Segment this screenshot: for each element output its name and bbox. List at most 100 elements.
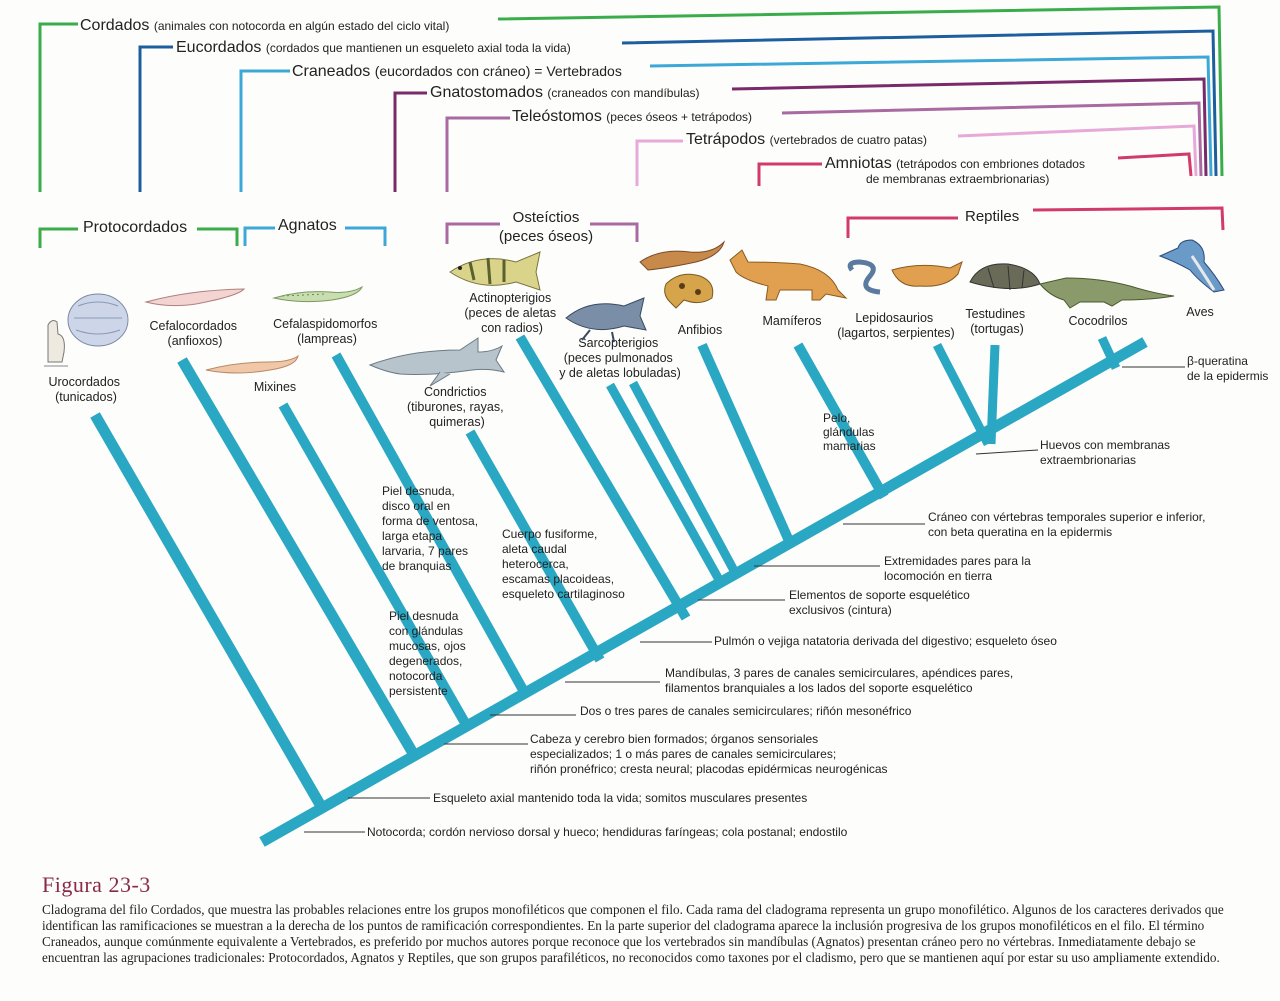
taxon-testudines: Testudines (tortugas) xyxy=(965,307,1028,336)
taxon-cefalaspidomorfos: Cefalaspidomorfos (lampreas) xyxy=(273,317,381,346)
group-label-tetrapodos: Tetrápodos (vertebrados de cuatro patas) xyxy=(686,131,927,148)
taxon-mamiferos: Mamíferos xyxy=(762,314,821,328)
frog-illustration xyxy=(664,273,714,309)
bracket-reptiles-right xyxy=(1032,206,1225,231)
bracket-gnatostomados-right xyxy=(731,77,1208,177)
char-cabeza: Cabeza y cerebro bien formados; órganos … xyxy=(530,732,888,776)
bracket-craneados xyxy=(239,69,290,192)
bracket-agnatos xyxy=(243,226,275,246)
cladogram-tree xyxy=(90,334,1148,847)
branch-cefalocordados xyxy=(177,357,422,763)
hagfish-illustration xyxy=(205,354,299,374)
crocodile-illustration xyxy=(1039,277,1175,309)
bracket-teleostomos-right xyxy=(781,101,1203,177)
char-pelo: Pelo, glándulas mamarias xyxy=(823,411,878,453)
perch-illustration xyxy=(449,251,541,291)
char-condrictios: Cuerpo fusiforme, aleta caudal heterocer… xyxy=(502,527,625,601)
group-label-eucordados: Eucordados (cordados que mantienen un es… xyxy=(176,39,571,56)
label-reptiles: Reptiles xyxy=(965,208,1019,225)
bracket-tetrapodos-right xyxy=(957,124,1198,177)
taxon-lepidosaurios: Lepidosaurios (lagartos, serpientes) xyxy=(837,311,954,340)
bracket-tetrapodos xyxy=(635,139,683,186)
group-label-teleostomos: Teleóstomos (peces óseos + tetrápodos) xyxy=(512,108,752,125)
traditional-groupings: Protocordados Agnatos Osteíctios (peces … xyxy=(38,206,1225,248)
bracket-teleostomos xyxy=(445,116,510,192)
animal-illustrations xyxy=(44,239,1225,387)
snake-lizard-illustration xyxy=(847,259,963,295)
bracket-gnatostomados xyxy=(393,91,427,192)
label-agnatos: Agnatos xyxy=(278,217,337,234)
char-elementos-soporte: Elementos de soporte esquelético exclusi… xyxy=(789,588,973,617)
taxon-condrictios: Condrictios (tiburones, rayas, quimeras) xyxy=(407,385,507,429)
taxon-cefalocordados: Cefalocordados (anfioxos) xyxy=(149,319,240,348)
char-notocorda: Notocorda; cordón nervioso dorsal y huec… xyxy=(367,825,848,839)
char-lampreas: Piel desnuda, disco oral en forma de ven… xyxy=(382,484,481,573)
char-esqueleto-axial: Esqueleto axial mantenido toda la vida; … xyxy=(433,791,807,805)
figure-title: Figura 23-3 xyxy=(42,872,151,897)
bracket-protocordados-right xyxy=(197,227,239,246)
group-label-amniotas: Amniotas (tetrápodos con embriones dotad… xyxy=(825,155,1085,172)
character-ticks xyxy=(304,366,1185,833)
taxon-cocodrilos: Cocodrilos xyxy=(1068,314,1127,328)
branch-mamiferos xyxy=(793,342,889,500)
branch-lepidosaurios xyxy=(932,342,993,447)
tunicate-illustration xyxy=(44,320,68,367)
group-label-amniotas-line2: de membranas extraembrionarias) xyxy=(866,172,1049,186)
fox-illustration xyxy=(729,249,848,301)
label-osteictios: Osteíctios xyxy=(513,209,580,226)
bracket-osteictios xyxy=(445,222,500,244)
group-label-gnatostomados: Gnatostomados (craneados con mandíbulas) xyxy=(430,84,700,101)
coelacanth-illustration xyxy=(565,297,647,343)
taxon-urocordados: Urocordados (tunicados) xyxy=(48,375,123,404)
char-extremidades: Extremidades pares para la locomoción en… xyxy=(884,554,1034,583)
turtle-illustration xyxy=(969,263,1041,291)
shark-illustration xyxy=(368,337,506,387)
branch-mixines xyxy=(278,402,473,731)
lancelet-illustration xyxy=(144,288,246,307)
taxon-aves: Aves xyxy=(1186,305,1214,319)
label-osteictios-sub: (peces óseos) xyxy=(499,228,593,245)
taxon-sarcopterigios: Sarcopterigios (peces pulmonados y de al… xyxy=(559,336,681,380)
group-label-craneados: Craneados (eucordados con cráneo) = Vert… xyxy=(292,63,622,80)
branch-cocodrilos xyxy=(1097,336,1121,370)
taxon-actinopterigios: Actinopterigios (peces de aletas con rad… xyxy=(464,291,559,335)
monophyletic-group-brackets: Cordados (animales con notocorda en algú… xyxy=(38,5,1224,192)
label-protocordados: Protocordados xyxy=(83,219,187,236)
taxon-labels: Urocordados (tunicados) Cefalocordados (… xyxy=(48,291,1213,429)
bracket-amniotas xyxy=(757,162,822,186)
branch-sarcopterigios-a xyxy=(606,382,726,588)
figure-caption-text: Cladograma del filo Cordados, que muestr… xyxy=(42,902,1224,965)
char-mixines: Piel desnuda con glándulas mucosas, ojos… xyxy=(389,609,469,698)
bracket-craneados-right xyxy=(649,55,1213,177)
char-mandibulas: Mandíbulas, 3 pares de canales semicircu… xyxy=(665,666,1017,695)
bracket-cordados-right xyxy=(497,5,1224,177)
bracket-eucordados xyxy=(138,45,173,192)
char-craneo-vertebras: Cráneo con vértebras temporales superior… xyxy=(928,510,1209,539)
group-label-cordados: Cordados (animales con notocorda en algú… xyxy=(80,17,449,34)
branch-urocordados xyxy=(90,412,327,811)
branch-condrictios xyxy=(465,429,605,663)
bracket-protocordados xyxy=(38,227,78,248)
char-beta-queratina: β-queratina de la epidermis xyxy=(1187,354,1268,383)
kingfisher-illustration xyxy=(1158,239,1225,293)
newt-illustration xyxy=(639,240,726,271)
bracket-amniotas-right xyxy=(1117,152,1193,177)
lamprey-illustration xyxy=(272,285,364,303)
figure-caption: Figura 23-3 Cladograma del filo Cordados… xyxy=(42,872,1242,966)
bracket-cordados xyxy=(38,22,78,192)
salp-illustration xyxy=(67,293,129,347)
branch-testudines xyxy=(986,344,1000,445)
char-dos-tres-pares: Dos o tres pares de canales semicircular… xyxy=(580,704,912,718)
branch-anfibios xyxy=(697,342,795,546)
branch-lampreas xyxy=(331,352,532,700)
taxon-anfibios: Anfibios xyxy=(678,323,722,337)
branch-actinopterigios xyxy=(515,334,691,621)
char-huevos: Huevos con membranas extraembrionarias xyxy=(1040,438,1173,467)
bracket-agnatos-right xyxy=(345,226,387,246)
character-labels: Notocorda; cordón nervioso dorsal y huec… xyxy=(367,354,1268,839)
bracket-reptiles xyxy=(846,216,958,238)
bracket-eucordados-right xyxy=(621,29,1218,177)
branch-sarcopterigios-b xyxy=(629,380,742,581)
taxon-mixines: Mixines xyxy=(254,380,296,394)
